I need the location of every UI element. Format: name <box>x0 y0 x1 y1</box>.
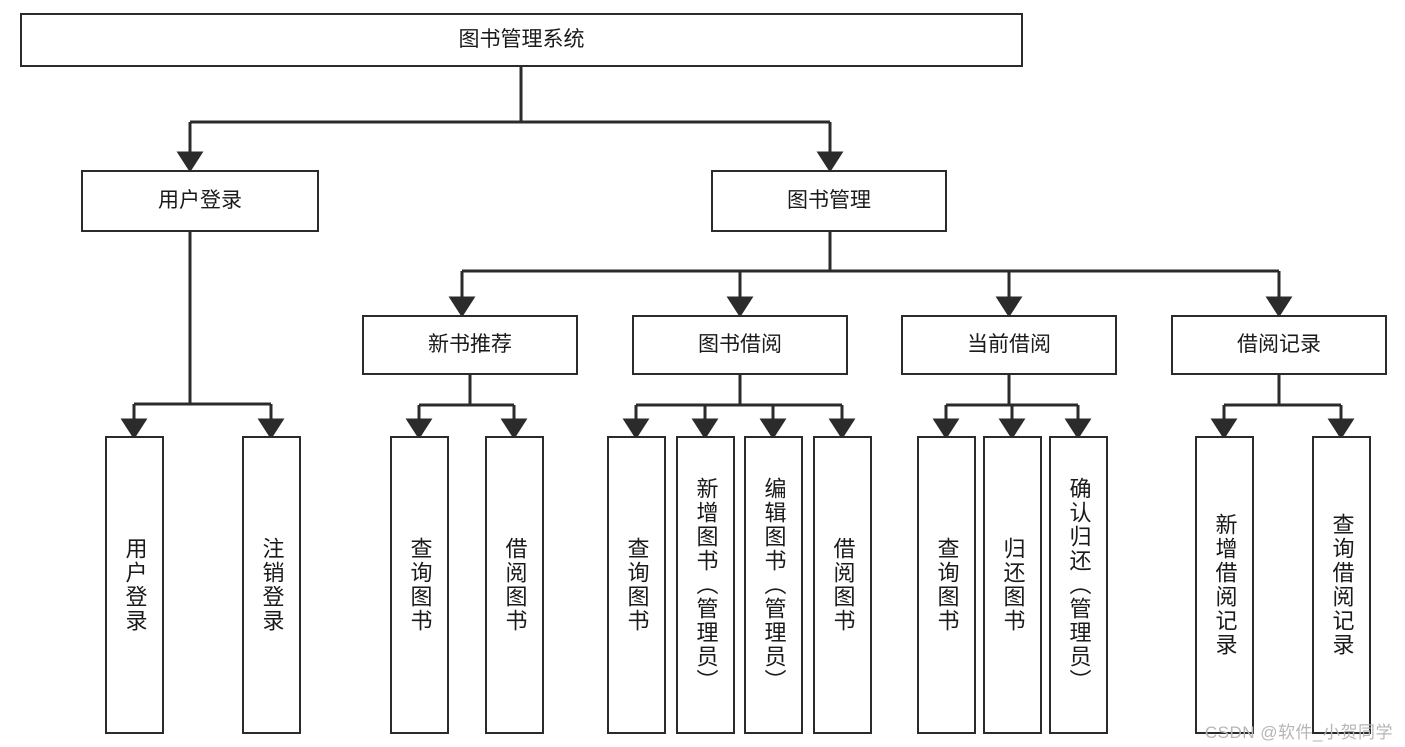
node-label: 借阅图书 <box>502 537 528 633</box>
leaf-user-login-logout[interactable]: 注销登录 <box>242 436 301 734</box>
node-new-book-recommend[interactable]: 新书推荐 <box>362 315 578 375</box>
node-label: 用户登录 <box>122 537 148 633</box>
node-label: 查询图书 <box>624 537 650 633</box>
leaf-current-borrow-confirm-return-admin[interactable]: 确认归还（管理员） <box>1049 436 1108 734</box>
leaf-book-borrow-add-book-admin[interactable]: 新增图书（管理员） <box>676 436 735 734</box>
leaf-new-book-borrow-book[interactable]: 借阅图书 <box>485 436 544 734</box>
node-label: 借阅图书 <box>830 537 856 633</box>
node-current-borrow[interactable]: 当前借阅 <box>901 315 1117 375</box>
node-label: 用户登录 <box>158 188 242 212</box>
leaf-borrow-record-add-record[interactable]: 新增借阅记录 <box>1195 436 1254 734</box>
node-label: 新书推荐 <box>428 332 512 356</box>
node-label: 图书借阅 <box>698 332 782 356</box>
leaf-current-borrow-return-book[interactable]: 归还图书 <box>983 436 1042 734</box>
leaf-book-borrow-borrow-book[interactable]: 借阅图书 <box>813 436 872 734</box>
leaf-current-borrow-query-book[interactable]: 查询图书 <box>917 436 976 734</box>
leaf-book-borrow-query-book[interactable]: 查询图书 <box>607 436 666 734</box>
node-label: 归还图书 <box>1000 537 1026 633</box>
node-root-book-management-system[interactable]: 图书管理系统 <box>20 13 1023 67</box>
node-book-management[interactable]: 图书管理 <box>711 170 947 232</box>
node-label: 查询图书 <box>407 537 433 633</box>
leaf-user-login-login[interactable]: 用户登录 <box>105 436 164 734</box>
node-label: 注销登录 <box>259 537 285 633</box>
node-label: 借阅记录 <box>1237 332 1321 356</box>
node-label: 查询图书 <box>934 537 960 633</box>
node-label: 新增图书（管理员） <box>693 477 719 693</box>
leaf-new-book-query-book[interactable]: 查询图书 <box>390 436 449 734</box>
node-borrow-record[interactable]: 借阅记录 <box>1171 315 1387 375</box>
node-label: 图书管理系统 <box>458 27 585 51</box>
node-label: 编辑图书（管理员） <box>761 477 787 693</box>
leaf-borrow-record-query-record[interactable]: 查询借阅记录 <box>1312 436 1371 734</box>
node-label: 查询借阅记录 <box>1329 513 1355 657</box>
node-book-borrow[interactable]: 图书借阅 <box>632 315 848 375</box>
node-label: 确认归还（管理员） <box>1066 477 1092 693</box>
node-label: 当前借阅 <box>967 332 1051 356</box>
leaf-book-borrow-edit-book-admin[interactable]: 编辑图书（管理员） <box>744 436 803 734</box>
node-label: 新增借阅记录 <box>1212 513 1238 657</box>
node-label: 图书管理 <box>787 188 871 212</box>
node-user-login[interactable]: 用户登录 <box>81 170 319 232</box>
